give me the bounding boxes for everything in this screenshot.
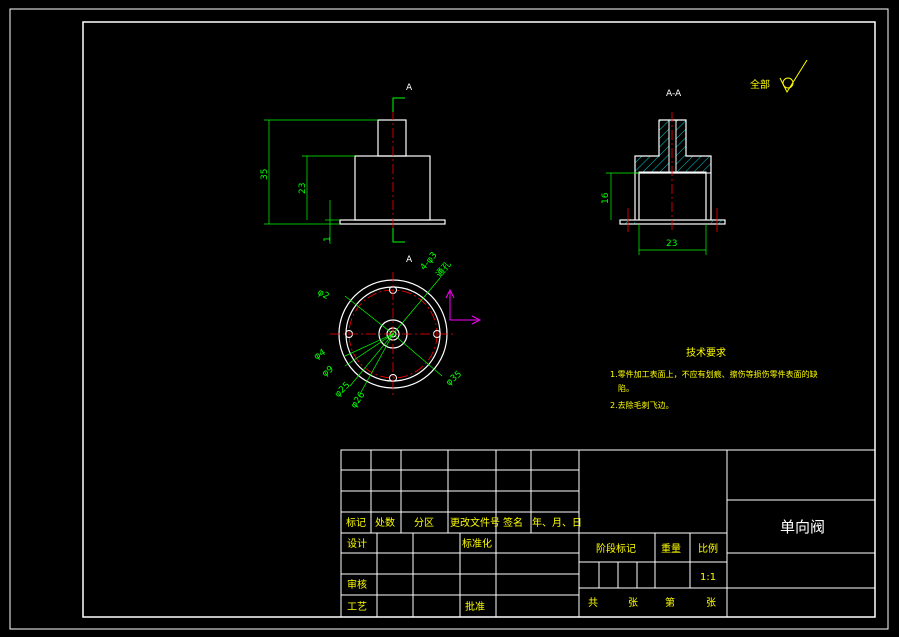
dim-d-small: φ2 xyxy=(316,288,331,302)
label-stage-mark: 阶段标记 xyxy=(596,542,636,555)
plan-view: 4-φ3 通孔 φ2 φ4 φ9 φ25 φ26 φ35 xyxy=(313,250,482,410)
part-name: 单向阀 xyxy=(780,518,825,536)
label-weight: 重量 xyxy=(661,542,681,555)
title-block-text: 标记 处数 分区 更改文件号 签名 年、月、日 设计 标准化 审核 工艺 批准 … xyxy=(346,516,825,613)
tech-req-line1b: 陷。 xyxy=(618,383,634,393)
technical-requirements: 技术要求 1.零件加工表面上，不应有划痕、擦伤等损伤零件表面的缺 陷。 2.去除… xyxy=(610,346,818,410)
dim-inner-height: 16 xyxy=(601,192,611,204)
label-approve: 批准 xyxy=(465,600,485,613)
hdr-change-doc: 更改文件号 xyxy=(450,516,500,529)
label-no: 第 xyxy=(665,596,675,609)
hdr-count: 处数 xyxy=(375,516,395,529)
section-title: A-A xyxy=(666,89,682,99)
hdr-mark: 标记 xyxy=(346,517,366,529)
hdr-date: 年、月、日 xyxy=(532,516,582,529)
label-scale: 比例 xyxy=(698,542,718,555)
title-block xyxy=(340,449,876,618)
dim-section-width: 23 xyxy=(666,239,677,249)
label-review: 审核 xyxy=(347,578,367,591)
dim-overall-height: 35 xyxy=(260,169,270,180)
dim-holes-note: 通孔 xyxy=(434,259,454,280)
hdr-sign: 签名 xyxy=(503,516,523,529)
outer-frame xyxy=(9,8,889,630)
scale-value: 1:1 xyxy=(700,572,716,583)
ucs-icon xyxy=(445,288,482,325)
dim-holes: 4-φ3 xyxy=(419,250,440,272)
section-view: A-A 16 23 xyxy=(601,89,726,255)
dim-d25: φ25 xyxy=(333,380,352,399)
hdr-zone: 分区 xyxy=(414,517,434,529)
tech-req-title: 技术要求 xyxy=(686,346,726,359)
section-mark-top: A xyxy=(406,83,413,93)
label-sheet: 张 xyxy=(628,597,638,609)
dim-d35: φ35 xyxy=(444,369,464,388)
front-view: A A 35 23 1 xyxy=(260,83,446,265)
tech-req-line1: 1.零件加工表面上，不应有划痕、擦伤等损伤零件表面的缺 xyxy=(610,369,818,379)
roughness-label: 全部 xyxy=(750,78,770,91)
roughness-symbol: 全部 xyxy=(750,59,808,94)
label-design: 设计 xyxy=(347,537,367,550)
dim-body-height: 23 xyxy=(298,183,308,194)
tech-req-line2: 2.去除毛刺飞边。 xyxy=(610,400,674,410)
label-sheet2: 张 xyxy=(706,597,716,609)
dim-d4: φ4 xyxy=(313,348,328,363)
dim-base-thk: 1 xyxy=(323,236,333,242)
section-mark-bottom: A xyxy=(406,255,413,265)
label-total: 共 xyxy=(588,597,598,609)
dim-d9: φ9 xyxy=(320,364,336,379)
label-standard: 标准化 xyxy=(462,537,492,550)
dim-d26: φ26 xyxy=(349,390,367,410)
label-process: 工艺 xyxy=(347,601,367,613)
